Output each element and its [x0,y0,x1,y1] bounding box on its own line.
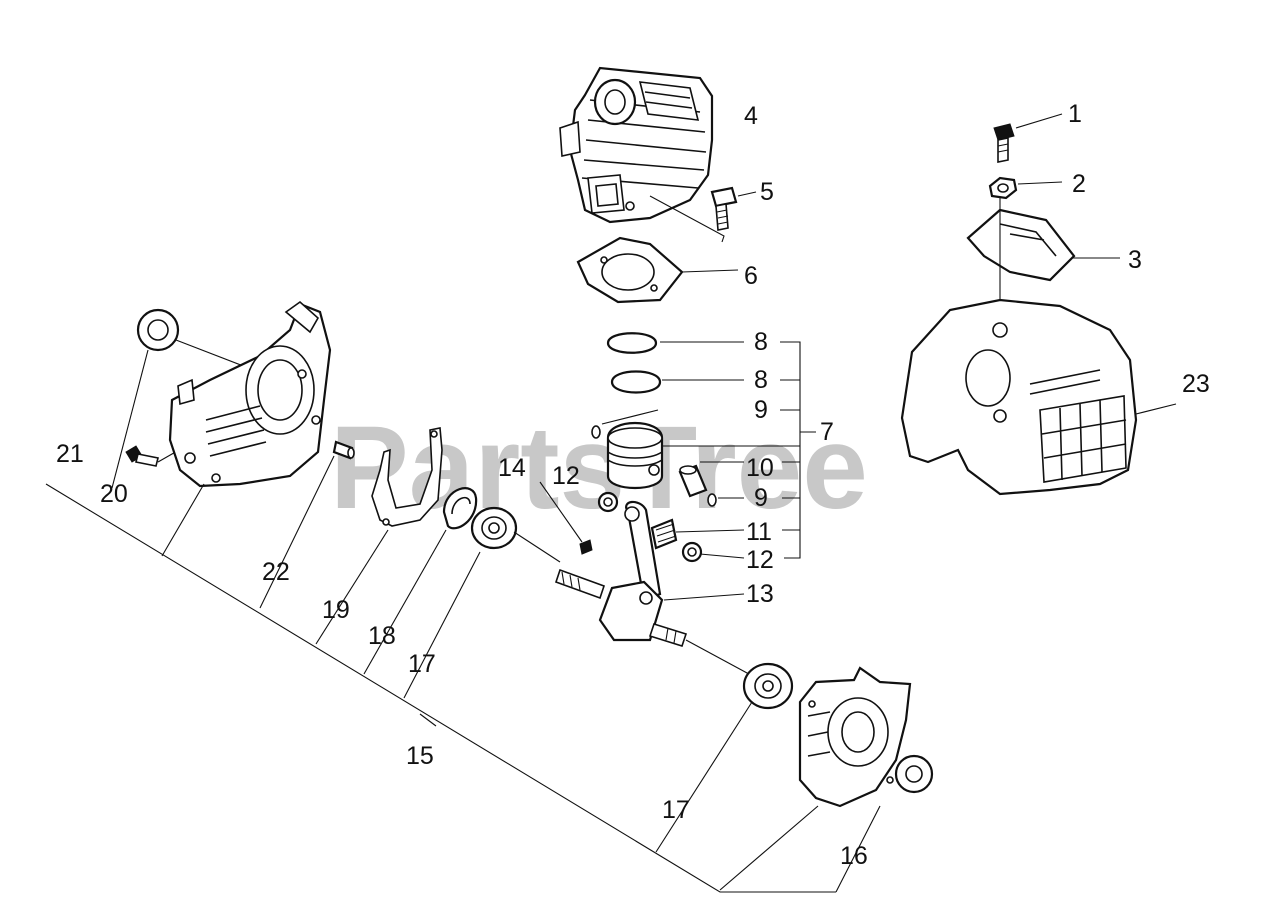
callout-3: 3 [1128,246,1142,274]
callout-17-left: 17 [408,650,436,678]
leader-lines [45,349,881,893]
callout-12-left: 12 [552,462,580,490]
part-9-circlips[interactable] [591,409,744,507]
part-10-piston-pin[interactable] [678,461,744,498]
callout-1: 1 [1068,100,1082,128]
part-13-crankshaft[interactable] [554,500,761,681]
callout-20: 20 [100,480,128,508]
callout-19: 19 [322,596,350,624]
part-1-bolt[interactable] [993,113,1063,163]
part-17-bearing-left[interactable] [470,506,561,563]
part-6-gasket[interactable] [576,236,739,304]
callout-2: 2 [1072,170,1086,198]
part-5-bolt[interactable] [710,186,757,231]
part-23-cylinder-cover[interactable] [900,298,1177,496]
callout-18: 18 [368,622,396,650]
crankcase-left-half[interactable] [168,300,332,488]
callout-labels: 1 2 3 4 5 6 7 8 8 9 9 10 11 12 12 13 14 … [56,100,1210,870]
part-22-pin[interactable] [332,440,355,460]
callout-9-upper: 9 [754,396,768,424]
part-8-piston-rings[interactable] [606,332,744,394]
callout-7: 7 [820,418,834,446]
part-3-bracket[interactable] [966,208,1120,282]
callout-22: 22 [262,558,290,586]
crankcase-right-half[interactable] [798,666,912,808]
piston-assembly-bracket [780,341,816,559]
callout-8-upper: 8 [754,328,768,356]
part-14-key[interactable] [539,481,593,555]
callout-4: 4 [744,102,758,130]
callout-11: 11 [746,518,772,546]
callout-5: 5 [760,178,774,206]
callout-9-lower: 9 [754,484,768,512]
callout-23: 23 [1182,370,1210,398]
part-4-cylinder[interactable] [559,66,725,243]
callout-10: 10 [746,454,774,482]
callout-6: 6 [744,262,758,290]
callout-21: 21 [56,440,84,468]
part-16-oil-seal[interactable] [894,754,934,794]
callout-17-right: 17 [662,796,690,824]
part-7-piston[interactable] [606,421,800,490]
part-11-needle-bearing[interactable] [650,518,745,550]
part-12-washers[interactable] [597,491,745,563]
callout-15: 15 [406,742,434,770]
part-17-bearing-right[interactable] [742,662,794,710]
callout-8-lower: 8 [754,366,768,394]
part-18-snap-ring[interactable] [442,487,478,530]
callout-12-right: 12 [746,546,774,574]
callout-16: 16 [840,842,868,870]
part-2-nut[interactable] [988,176,1063,200]
callout-14: 14 [498,454,526,482]
part-19-gasket[interactable] [371,427,443,527]
callout-13: 13 [746,580,774,608]
